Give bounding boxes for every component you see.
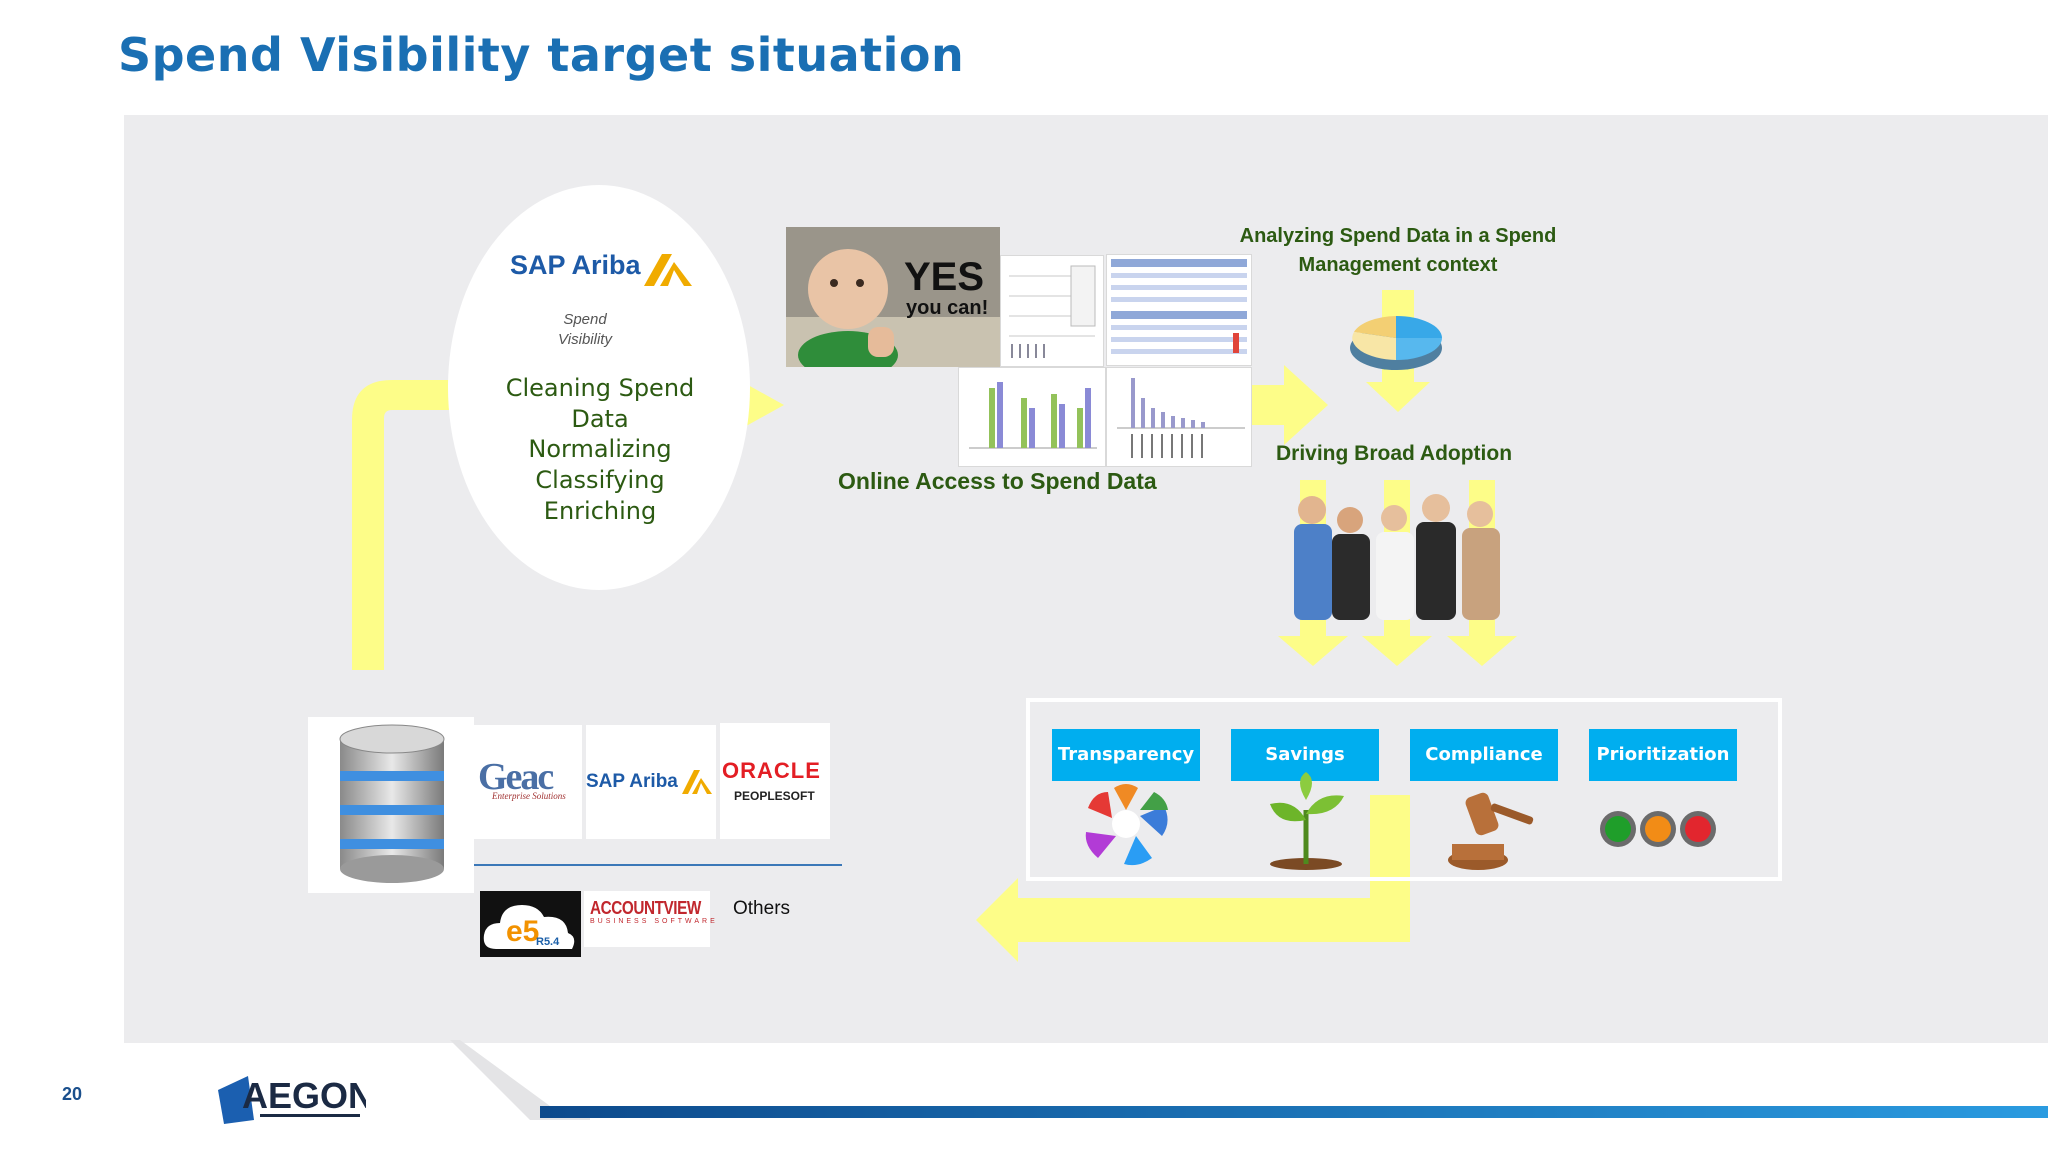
page-title: Spend Visibility target situation: [118, 28, 965, 82]
footer-area: [0, 1043, 2048, 1152]
e5-logo: e5 R5.4: [480, 891, 581, 957]
aegon-logo: AEGON: [218, 1075, 366, 1124]
e5-version: R5.4: [536, 936, 560, 948]
others-label: Others: [733, 898, 791, 919]
oracle-logo: ORACLE: [722, 758, 821, 783]
dashboard-thumbnail-4: [1106, 367, 1252, 467]
accountview-logo: ACCOUNTVIEW: [590, 898, 701, 918]
cleansing-step-5: Enriching: [543, 497, 657, 525]
aegon-logo-text: AEGON: [242, 1075, 366, 1116]
arrow-return: [976, 795, 1410, 962]
spend-caption-line2: Visibility: [558, 331, 612, 348]
cleansing-step-3: Normalizing: [528, 435, 672, 463]
traffic-lights-icon: [1600, 811, 1716, 847]
spend-caption-line1: Spend: [563, 311, 607, 328]
benefit-prioritization: Prioritization: [1589, 729, 1737, 781]
sap-ariba-logo: SAP Ariba: [510, 250, 641, 280]
e5-logo-text: e5: [506, 915, 539, 948]
geac-logo-subtitle: Enterprise Solutions: [492, 791, 566, 801]
yes-you-can-image: YES you can!: [786, 227, 1000, 367]
business-people-image: [1294, 494, 1500, 620]
gavel-icon: [1448, 792, 1534, 870]
source-separator: [474, 864, 842, 866]
dashboard-thumbnail-3: [958, 367, 1106, 467]
ariba-chevron-icon: [644, 254, 692, 286]
puzzle-icon: [1085, 784, 1168, 866]
benefit-transparency: Transparency: [1052, 729, 1200, 781]
analyzing-label: Analyzing Spend Data in a Spend Manageme…: [1218, 222, 1578, 280]
footer-wedge: [450, 1040, 590, 1120]
sap-ariba-source-logo: SAP Ariba: [586, 771, 678, 792]
database-icon: [339, 724, 445, 883]
benefit-compliance: Compliance: [1410, 729, 1558, 781]
accountview-logo-box: [584, 891, 710, 947]
cleansing-step-1: Cleaning Spend: [505, 374, 695, 402]
benefits-panel: [1026, 698, 1782, 881]
accountview-logo-subtitle: BUSINESS SOFTWARE: [590, 918, 718, 925]
pie-chart-icon: [1350, 316, 1442, 370]
dashboard-thumbnail-2: [1106, 254, 1252, 366]
footer-blue-bar: [540, 1106, 2048, 1118]
analyzing-label-line2: Management context: [1298, 254, 1498, 276]
analyzing-label-line1: Analyzing Spend Data in a Spend: [1239, 225, 1557, 247]
driving-adoption-label: Driving Broad Adoption: [1276, 442, 1513, 465]
meme-text-you-can: you can!: [906, 297, 989, 319]
online-access-label: Online Access to Spend Data: [838, 468, 1157, 494]
page-number: 20: [62, 1084, 83, 1104]
geac-logo: Geac: [478, 756, 554, 798]
success-kid-picture: [786, 227, 1000, 367]
sap-ariba-logo-box: [586, 725, 716, 839]
cleansing-step-2: Data: [571, 405, 629, 433]
ariba-chevron-icon: [682, 770, 712, 794]
cloud-icon: e5 R5.4: [483, 905, 575, 949]
peoplesoft-logo: PEOPLESOFT: [734, 789, 815, 803]
meme-text-yes: YES: [904, 255, 985, 299]
cleansing-step-4: Classifying: [535, 466, 665, 494]
dashboard-thumbnail-1: [1000, 255, 1104, 367]
arrow-to-analysis: [1252, 365, 1328, 445]
arrow-to-cleansing: [352, 362, 478, 670]
benefit-savings: Savings: [1231, 729, 1379, 781]
oracle-logo-box: [720, 723, 830, 839]
geac-logo-box: [474, 725, 582, 839]
spend-visibility-caption: Spend Visibility: [555, 310, 615, 350]
cleansing-ellipse: [448, 185, 750, 590]
seedling-icon: [1270, 772, 1344, 870]
database-box: [308, 717, 474, 893]
